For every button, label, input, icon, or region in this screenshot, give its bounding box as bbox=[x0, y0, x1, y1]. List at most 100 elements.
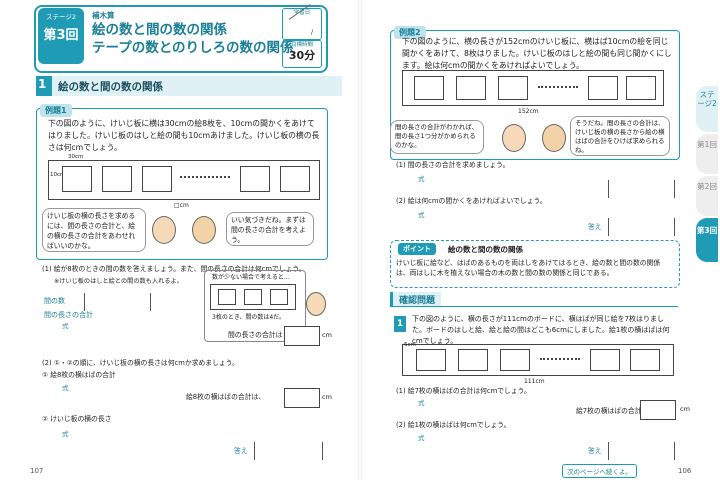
right-page: 例題2 下の図のように、横の長さが152cmのけいじ板に、横はば10cmの絵を同… bbox=[362, 0, 720, 480]
study-date-box: 学習日 / bbox=[282, 4, 322, 40]
kk-picture-5 bbox=[630, 349, 660, 371]
ex2-student-avatar bbox=[502, 124, 526, 152]
left-q2-answer-label: 答え bbox=[234, 447, 248, 455]
kakunin-text: 下の図のように、横の長さが111cmのボードに、横はばが同じ絵を7枚はりました。… bbox=[412, 315, 670, 345]
right-q2-answer-close bbox=[674, 218, 675, 236]
hint-caption: 3枚のとき、間の数は4だ。 bbox=[212, 314, 286, 321]
picture-1 bbox=[62, 166, 92, 192]
hint-title: 数が少ない場合で考えると… bbox=[212, 274, 290, 281]
target-time-label: 目標時間 bbox=[290, 42, 313, 48]
section-number: 1 bbox=[38, 77, 47, 91]
ex2-picture-5 bbox=[626, 76, 656, 100]
point-tag: ポイント bbox=[398, 243, 436, 255]
picture-2 bbox=[102, 166, 132, 192]
kakunin-tag: 確認問題 bbox=[390, 292, 442, 307]
ex2-teacher-avatar bbox=[542, 124, 566, 152]
left-q1-result-label: 間の長さの合計は bbox=[228, 331, 283, 339]
left-q2-sub1: ① 絵8枚の横はばの合計 bbox=[42, 371, 116, 379]
left-q2-sub1-result: 絵8枚の横はばの合計は、 bbox=[186, 393, 266, 401]
ex2-total-label: 152cm bbox=[518, 108, 539, 115]
picture-5 bbox=[280, 166, 310, 192]
left-q2-answer-open bbox=[254, 442, 255, 460]
right-page-number: 106 bbox=[678, 467, 692, 475]
gaps-answer-open bbox=[84, 293, 85, 311]
kk-q2-shiki: 式 bbox=[418, 434, 425, 442]
ex2-picture-2 bbox=[456, 76, 486, 100]
left-q1-text: (1) 絵が8枚のときの間の数を答えましょう。また、間の長さの合計は何cmでしょ… bbox=[42, 265, 306, 273]
student-bubble: けいじ板の横の長さを求めるには、間の長さの合計と、絵の横の長さの合計をあわせれば… bbox=[42, 208, 146, 252]
right-q2-text: (2) 絵は何cmの間かくをあければよいでしょう。 bbox=[396, 197, 547, 205]
point-text: けいじ板に絵など、はばのあるものを両はしをあけてはるとき、絵の数と間の数の関係は… bbox=[396, 259, 661, 277]
example2-tag: 例題2 bbox=[394, 26, 426, 39]
stage-label: ステージ2 bbox=[45, 13, 76, 21]
lesson-title-1: 絵の数と間の数の関係 bbox=[92, 22, 227, 38]
left-q1-answer-box[interactable] bbox=[284, 326, 320, 346]
side-tab-3-label: 第3回 bbox=[696, 226, 718, 235]
example1-board bbox=[48, 160, 320, 200]
kk-q1-answer-box[interactable] bbox=[640, 400, 676, 420]
hint-picture-2 bbox=[244, 289, 262, 305]
kk-q2-answer-label: 答え bbox=[588, 447, 602, 455]
ex2-student-bubble: 間の長さの合計がわかれば、間の長さ1つ分がかめられるのかな。 bbox=[390, 120, 484, 154]
left-q2-text: (2) ①・②の順に、けいじ板の横の長さは何cmか求めましょう。 bbox=[42, 359, 239, 367]
left-q2-unit: cm bbox=[322, 393, 332, 401]
left-page: ステージ2 第3回 補木算 絵の数と間の数の関係 テープの数とのりしろの数の関係… bbox=[0, 0, 358, 480]
kk-q2-text: (2) 絵1枚の横はばは何cmでしょう。 bbox=[396, 421, 511, 429]
kk-picture-1 bbox=[416, 349, 446, 371]
label-gaps: 間の数 bbox=[44, 297, 65, 305]
fig-width-label: 30cm bbox=[68, 154, 84, 160]
left-q1-unit: cm bbox=[322, 331, 332, 339]
point-box bbox=[390, 240, 680, 288]
next-page-link[interactable]: 次のページへ続くよ。 bbox=[562, 464, 637, 478]
fig-bottom-label: □cm bbox=[174, 202, 189, 209]
right-q1-answer-open bbox=[608, 180, 609, 198]
left-page-number: 107 bbox=[30, 467, 44, 475]
left-q1-note: ※けいじ板のはしと絵との間の数も入れるよ。 bbox=[54, 278, 183, 285]
kk-picture-2 bbox=[458, 349, 488, 371]
picture-4 bbox=[240, 166, 270, 192]
section-bar bbox=[36, 76, 342, 96]
label-total: 間の長さの合計 bbox=[44, 311, 93, 319]
side-tab-stage-label: ステージ2 bbox=[697, 90, 717, 108]
stage-badge: ステージ2 第3回 bbox=[38, 8, 84, 64]
hint-board bbox=[210, 284, 296, 310]
point-title: 絵の数と間の数の関係 bbox=[448, 245, 523, 254]
section-title: 絵の数と間の数の関係 bbox=[58, 81, 163, 93]
side-tab-2[interactable]: 第2回 bbox=[696, 176, 718, 216]
ex2-picture-3 bbox=[498, 76, 528, 100]
teacher-bubble: いい気づきだね。まずは間の長さの合計を考えよう。 bbox=[226, 212, 314, 246]
kk-q1-shiki: 式 bbox=[418, 399, 425, 407]
right-q2-answer-open bbox=[608, 218, 609, 236]
fig-gap-label: 10cm bbox=[50, 172, 66, 178]
hint-picture-3 bbox=[270, 289, 288, 305]
teacher-avatar bbox=[192, 216, 216, 244]
left-q2-sub2-shiki: 式 bbox=[62, 430, 69, 438]
hint-picture-1 bbox=[218, 289, 236, 305]
left-q1-shiki: 式 bbox=[62, 322, 69, 330]
kk-gap-label: 6cm bbox=[404, 342, 416, 348]
side-tab-1-label: 第1回 bbox=[697, 140, 717, 149]
target-time-box: 目標時間 30分 bbox=[282, 40, 322, 68]
hint-avatar bbox=[306, 292, 326, 316]
kk-q2-answer-open bbox=[608, 442, 609, 460]
ex2-picture-4 bbox=[588, 76, 618, 100]
fig-ellipsis bbox=[180, 176, 230, 180]
target-time: 30分 bbox=[288, 49, 316, 62]
example1-tag: 例題1 bbox=[40, 104, 72, 117]
example2-frame bbox=[390, 30, 680, 160]
kk-q2-answer-close bbox=[674, 442, 675, 460]
kk-ellipsis bbox=[540, 358, 580, 360]
side-tab-2-label: 第2回 bbox=[697, 182, 717, 191]
study-date-label: 学習日 bbox=[293, 10, 311, 16]
left-q2-sub1-answer-box[interactable] bbox=[284, 388, 320, 408]
hint-box bbox=[204, 270, 306, 342]
kakunin-board bbox=[402, 344, 674, 376]
side-tab-stage[interactable]: ステージ2 bbox=[696, 86, 718, 132]
right-q2-shiki: 式 bbox=[418, 211, 425, 219]
left-q2-sub2: ② けいじ板の横の長さ bbox=[42, 415, 112, 423]
student-avatar bbox=[152, 216, 176, 244]
side-tab-1[interactable]: 第1回 bbox=[696, 134, 718, 174]
example2-board bbox=[402, 70, 664, 106]
side-tab-3-active[interactable]: 第3回 bbox=[696, 218, 718, 262]
left-q2-answer-close bbox=[322, 442, 323, 460]
